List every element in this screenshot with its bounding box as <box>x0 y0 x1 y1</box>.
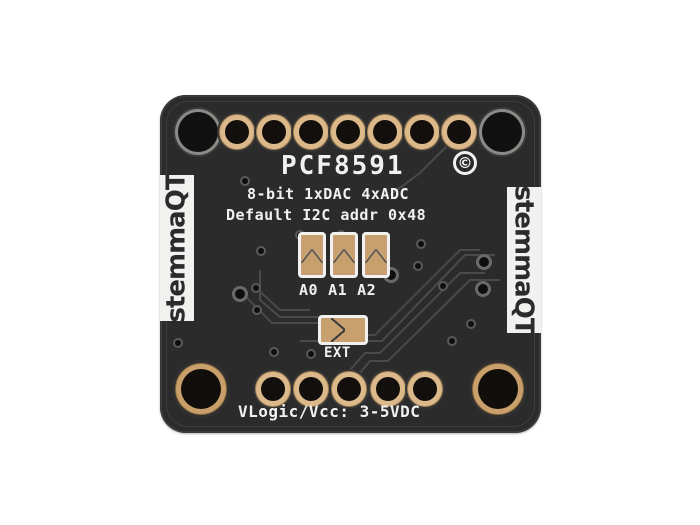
stemma-qt-label-left: stemmaQT <box>162 175 193 321</box>
via <box>440 283 446 289</box>
header-pin-top-6 <box>410 120 434 144</box>
address-jumper-pads <box>298 232 390 278</box>
address-jumper-labels: A0 A1 A2 <box>299 281 376 299</box>
via <box>415 263 421 269</box>
jumper-pad-a2[interactable] <box>362 232 390 278</box>
via <box>175 340 181 346</box>
via <box>271 349 277 355</box>
stemma-qt-connector-right: stemmaQT <box>507 187 541 333</box>
header-pin-top-7 <box>447 120 471 144</box>
jumper-label-a0: A0 <box>299 281 319 299</box>
header-pin-bottom-3 <box>337 377 361 401</box>
via <box>479 257 489 267</box>
power-label: VLogic/Vcc: 3-5VDC <box>238 402 421 421</box>
jumper-label-a1: A1 <box>328 281 348 299</box>
stemma-qt-label-right: stemmaQT <box>509 187 540 333</box>
via <box>258 248 264 254</box>
header-pin-top-3 <box>299 120 323 144</box>
copyright-icon: © <box>453 151 477 175</box>
via <box>478 284 488 294</box>
header-pin-top-2 <box>262 120 286 144</box>
via <box>449 338 455 344</box>
via <box>468 321 474 327</box>
header-pin-top-4 <box>336 120 360 144</box>
header-pin-bottom-4 <box>376 377 400 401</box>
mounting-hole-top-left <box>178 112 218 152</box>
stemma-qt-connector-left: stemmaQT <box>160 175 194 321</box>
jumper-pad-a1[interactable] <box>330 232 358 278</box>
description-line-1: 8-bit 1xDAC 4xADC <box>247 185 410 203</box>
jumper-label-a2: A2 <box>357 281 377 299</box>
header-pin-bottom-2 <box>299 377 323 401</box>
mounting-hole-bottom-right <box>478 369 518 409</box>
via <box>253 285 259 291</box>
header-pin-top-1 <box>225 120 249 144</box>
description-line-2: Default I2C addr 0x48 <box>226 206 427 224</box>
via <box>235 289 245 299</box>
jumper-pad-a0[interactable] <box>298 232 326 278</box>
mounting-hole-bottom-left <box>181 369 221 409</box>
ext-jumper-label: EXT <box>324 345 351 361</box>
ext-jumper-pad[interactable] <box>318 315 368 345</box>
via <box>418 241 424 247</box>
header-pin-bottom-5 <box>413 377 437 401</box>
mounting-hole-top-right <box>482 112 522 152</box>
via <box>254 307 260 313</box>
via <box>308 351 314 357</box>
header-pin-bottom-1 <box>261 377 285 401</box>
via <box>386 270 396 280</box>
via <box>242 178 248 184</box>
header-pin-top-5 <box>373 120 397 144</box>
pcb-board: PCF8591 © 8-bit 1xDAC 4xADC Default I2C … <box>160 95 541 433</box>
chip-name: PCF8591 <box>281 151 405 181</box>
